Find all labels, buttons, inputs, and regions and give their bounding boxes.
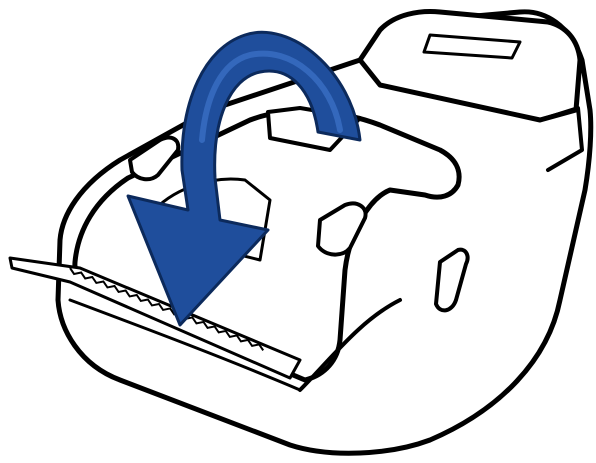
printer-illustration: [0, 0, 596, 463]
illustration-stage: [0, 0, 596, 463]
